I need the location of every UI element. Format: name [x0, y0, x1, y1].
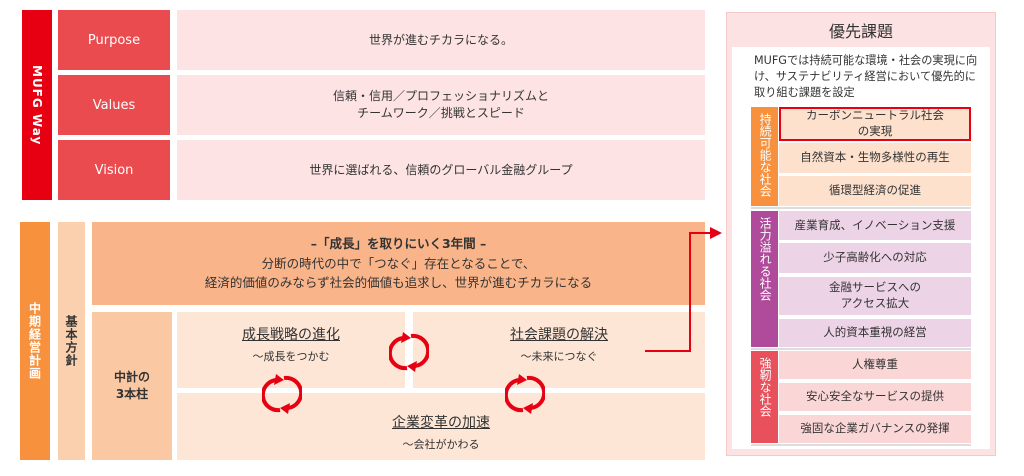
pillar-transform: 企業変革の加速 ～会社がかわる — [177, 393, 705, 460]
priority-item: 人的資本重視の経営 — [779, 319, 971, 347]
values-line: チームワーク／挑戦とスピード — [357, 106, 525, 120]
priority-item-text: 金融サービスへの — [829, 280, 921, 295]
pillar-growth: 成長戦略の進化 ～成長をつかむ — [177, 312, 405, 388]
pillar-sub: ～会社がかわる — [402, 437, 480, 451]
priority-group-label: 持続可能な社会 — [751, 107, 778, 206]
priority-item: 循環型経済の促進 — [779, 176, 971, 206]
values-label: Values — [58, 75, 170, 135]
policy-label: 基本方針 — [58, 222, 85, 460]
vision-label: Vision — [58, 140, 170, 200]
pillar-title: 社会課題の解決 — [510, 327, 608, 343]
priority-item-text: 自然資本・生物多様性の再生 — [800, 150, 950, 165]
priority-group-label: 強靭な社会 — [751, 351, 778, 443]
cycle-icon — [389, 332, 429, 372]
group-divider — [751, 207, 971, 209]
priority-item: 金融サービスへのアクセス拡大 — [779, 277, 971, 315]
connector-arrow — [645, 227, 722, 352]
group-divider — [751, 444, 971, 446]
priority-item-text: の実現 — [857, 124, 893, 138]
priority-body: MUFGでは持続可能な環境・社会の実現に向け、サステナビリティ経営において優先的… — [732, 47, 990, 449]
values-text: 信頼・信用／プロフェッショナリズムとチームワーク／挑戦とスピード — [177, 75, 705, 135]
priority-item: 少子高齢化への対応 — [779, 243, 971, 273]
priority-item: 自然資本・生物多様性の再生 — [779, 143, 971, 173]
priority-item: 安心安全なサービスの提供 — [779, 383, 971, 411]
priority-item: 産業育成、イノベーション支援 — [779, 211, 971, 240]
priority-item-text: アクセス拡大 — [840, 296, 910, 310]
priority-group-label-text: 強靭な社会 — [758, 357, 773, 417]
priority-panel: 優先課題 MUFGでは持続可能な環境・社会の実現に向け、サステナビリティ経営にお… — [726, 12, 996, 456]
pillars-label: 中計の 3本柱 — [92, 312, 172, 460]
plan-label-text: 中期経営計画 — [27, 302, 42, 380]
priority-item: カーボンニュートラル社会の実現 — [779, 107, 971, 141]
purpose-line: 世界が進むチカラになる。 — [368, 32, 513, 47]
mufg-way-text: MUFG Way — [30, 64, 44, 146]
priority-item-text: カーボンニュートラル社会 — [806, 108, 944, 123]
vision-text: 世界に選ばれる、信頼のグローバル金融グループ — [177, 140, 705, 200]
priority-item-text: 少子高齢化への対応 — [823, 250, 927, 265]
group-divider — [751, 348, 971, 350]
pillar-title: 企業変革の加速 — [392, 414, 490, 431]
pillar-sub: ～未来につなぐ — [520, 350, 598, 363]
priority-item: 人権尊重 — [779, 351, 971, 379]
priority-item-text: 人的資本重視の経営 — [823, 325, 927, 340]
priority-item-text: 循環型経済の促進 — [829, 183, 921, 198]
banner-line: 経済的価値のみならず社会的価値も追求し、世界が進むチカラになる — [204, 275, 593, 291]
pillar-sub: ～成長をつかむ — [252, 350, 330, 363]
priority-group-label-text: 活力溢れる社会 — [758, 217, 773, 301]
cycle-icon — [505, 374, 545, 414]
banner-title: –「成長」を取りにいく3年間 – — [310, 236, 487, 252]
plan-label: 中期経営計画 — [20, 222, 50, 460]
vision-line: 世界に選ばれる、信頼のグローバル金融グループ — [309, 162, 573, 177]
cycle-icon — [262, 374, 302, 414]
values-line: 信頼・信用／プロフェッショナリズムと — [332, 89, 549, 104]
purpose-label: Purpose — [58, 10, 170, 70]
priority-item-text: 人権尊重 — [852, 357, 898, 372]
priority-group-label: 活力溢れる社会 — [751, 211, 778, 347]
priority-item-text: 産業育成、イノベーション支援 — [794, 217, 956, 232]
mufg-way-label: MUFG Way — [22, 10, 52, 200]
purpose-text: 世界が進むチカラになる。 — [177, 10, 705, 70]
priority-group-label-text: 持続可能な社会 — [758, 113, 773, 197]
priority-item-text: 安心安全なサービスの提供 — [806, 389, 944, 404]
pillars-label-line: 3本柱 — [115, 387, 149, 401]
policy-banner: –「成長」を取りにいく3年間 – 分断の時代の中で「つなぐ」存在となることで、 … — [92, 222, 705, 305]
priority-item: 強固な企業ガバナンスの発揮 — [779, 415, 971, 443]
priority-description: MUFGでは持続可能な環境・社会の実現に向け、サステナビリティ経営において優先的… — [754, 54, 978, 100]
banner-line: 分断の時代の中で「つなぐ」存在となることで、 — [261, 255, 536, 271]
pillar-title: 成長戦略の進化 — [242, 327, 340, 343]
priority-title: 優先課題 — [828, 22, 893, 41]
pillars-label-line: 中計の — [113, 370, 150, 385]
priority-item-text: 強固な企業ガバナンスの発揮 — [800, 421, 950, 436]
policy-label-text: 基本方針 — [64, 315, 78, 367]
